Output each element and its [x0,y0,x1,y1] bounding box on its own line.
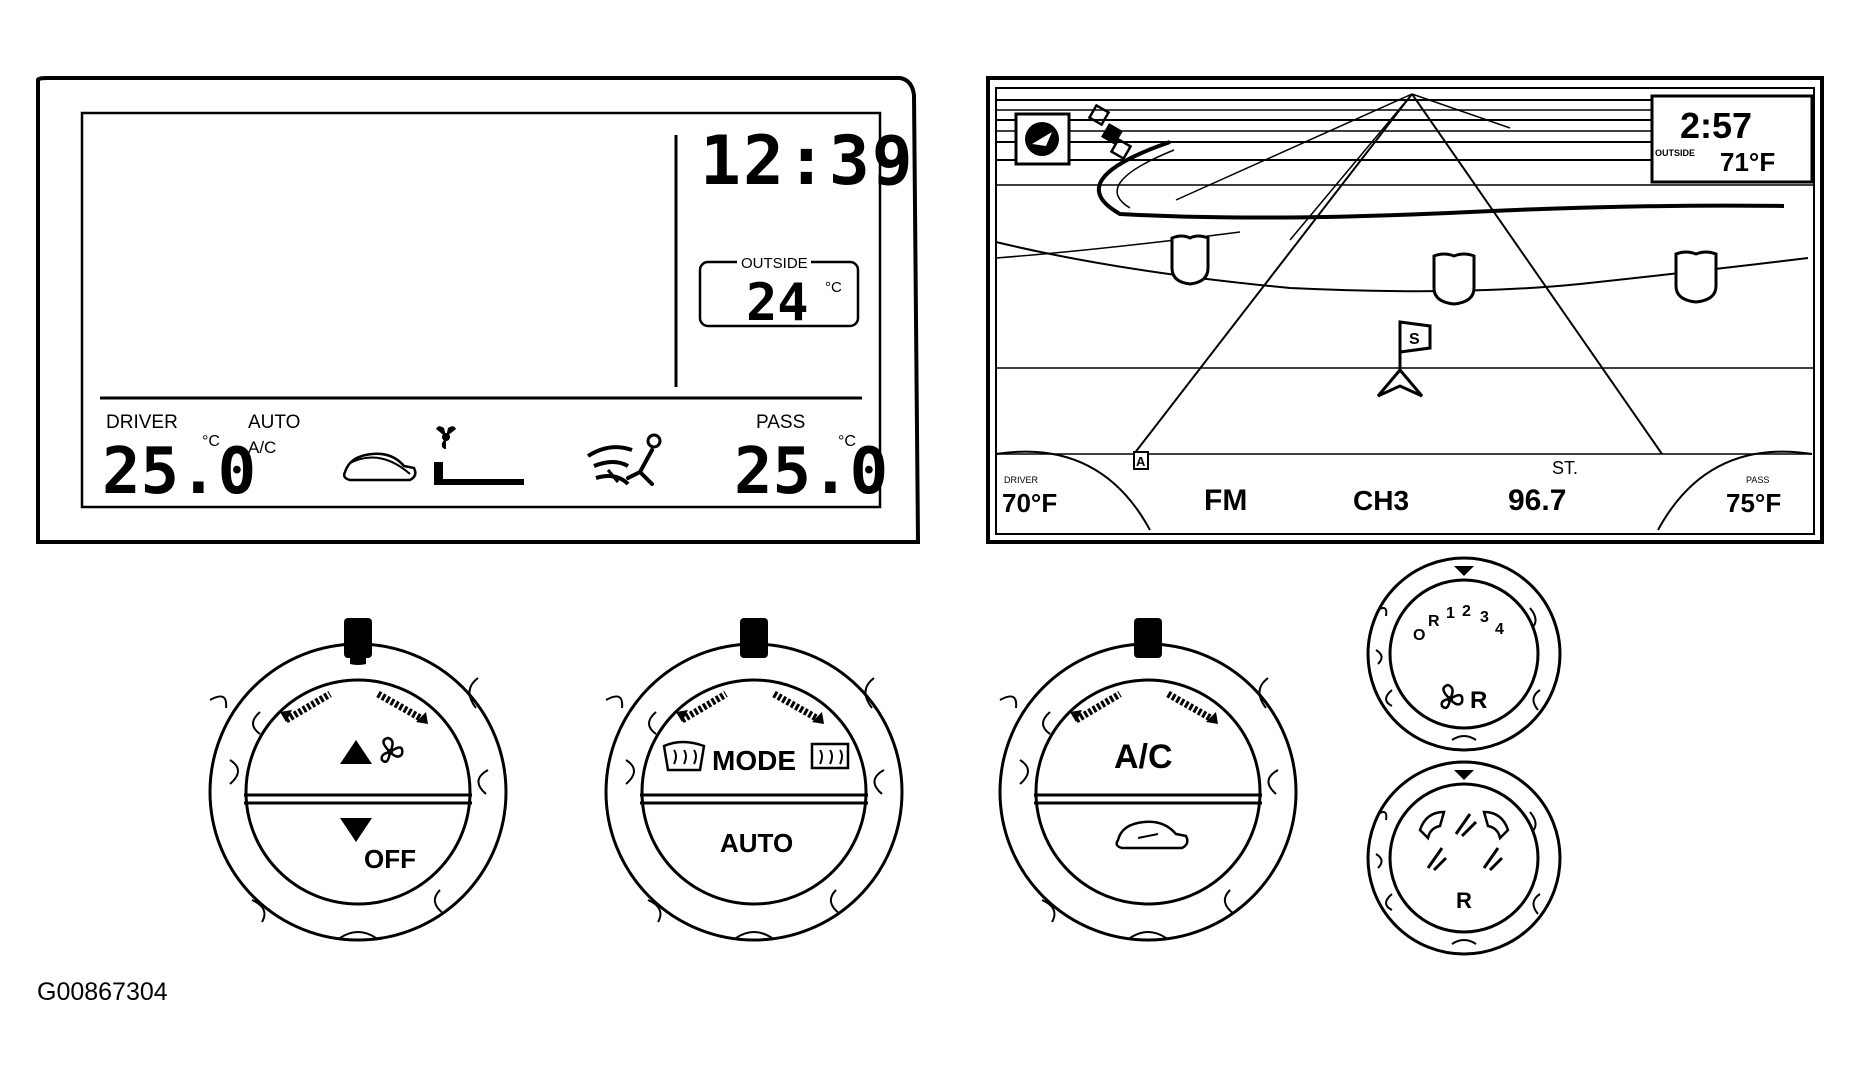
satellite-icon [1087,103,1133,161]
driver-unit: °C [202,433,220,450]
outside-unit: °C [825,279,842,296]
stereo-label: ST. [1552,458,1578,478]
recirculation-icon[interactable] [1115,820,1189,850]
recirculation-icon [342,452,417,482]
outside-temp: 24 [746,273,809,333]
rear-vent-knob[interactable]: R [1366,760,1562,956]
rear-defrost-icon [810,742,850,770]
fan-icon [1440,683,1464,710]
pass-temp: 25.0 [734,435,888,509]
nav-outside-label: OUTSIDE [1655,148,1695,158]
rear-fan-speed: 2 [1462,603,1471,620]
highway-shield-icon [1674,250,1718,304]
destination-flag-icon: S [1398,320,1432,376]
nav-clock: 2:57 [1680,105,1752,146]
rear-fan-speed: R [1428,613,1440,630]
rear-fan-speed: 4 [1495,621,1504,638]
outside-label: OUTSIDE [741,255,808,272]
nav-clock-box: 2:57 OUTSIDE 71°F [1650,94,1814,184]
pass-label: PASS [756,412,805,433]
fan-icon [436,426,456,449]
auto-indicator: AUTO [248,412,300,433]
flag-label: S [1409,331,1420,348]
fan-down-button[interactable] [340,818,372,842]
nav-pass-temp: 75°F [1726,488,1781,518]
nav-outside-temp: 71°F [1720,147,1775,177]
radio-frequency: 96.7 [1508,484,1566,517]
climate-display: 12:39 OUTSIDE 24 °C DRIVER 25.0 °C AUTO … [36,76,921,544]
fan-up-button[interactable] [340,740,372,764]
ac-indicator: A/C [248,438,276,457]
mode-control-knob[interactable]: MODE AUTO [604,618,904,942]
rear-fan-knob[interactable]: O R 1 2 3 4 R [1366,556,1562,752]
radio-channel: CH3 [1353,485,1409,516]
ac-button[interactable]: A/C [1114,738,1173,776]
outside-temp-box: OUTSIDE 24 °C [698,254,860,333]
fan-control-knob[interactable]: OFF [208,618,508,942]
highway-shield-icon [1432,252,1476,306]
vehicle-arrow-icon [1376,367,1424,398]
fan-icon [380,736,404,763]
airflow-icon [1418,810,1510,872]
preset-badge: A [1136,454,1146,469]
mode-button[interactable]: MODE [712,745,796,776]
rear-vent-label: R [1456,888,1472,913]
nav-driver-label: DRIVER [1004,475,1039,485]
ac-control-knob[interactable]: A/C [998,618,1298,942]
compass-icon [1014,112,1071,166]
rear-fan-speed: 1 [1446,605,1455,622]
nav-status-bar: A DRIVER 70°F FM CH3 ST. 96.7 PASS 75°F [995,450,1813,531]
pass-unit: °C [838,433,856,450]
nav-pass-label: PASS [1746,475,1769,485]
radio-band: FM [1204,484,1247,517]
nav-driver-temp: 70°F [1002,488,1057,518]
airflow-icon [586,433,662,486]
rear-fan-speed: O [1413,627,1425,644]
navigation-display: S 2:57 OUTSIDE 71°F A DRIVER 70°F FM CH3… [986,76,1824,544]
highway-shield-icon [1170,234,1210,286]
driver-label: DRIVER [106,412,178,433]
defrost-icon [662,740,706,772]
rear-fan-label: R [1470,687,1487,714]
rear-fan-speed: 3 [1480,609,1489,626]
driver-temp: 25.0 [102,435,256,509]
figure-id: G00867304 [37,978,168,1006]
fan-off-label: OFF [364,844,416,874]
fan-speed-bar [434,462,524,485]
clock-readout: 12:39 [700,122,915,201]
auto-button[interactable]: AUTO [720,828,793,858]
